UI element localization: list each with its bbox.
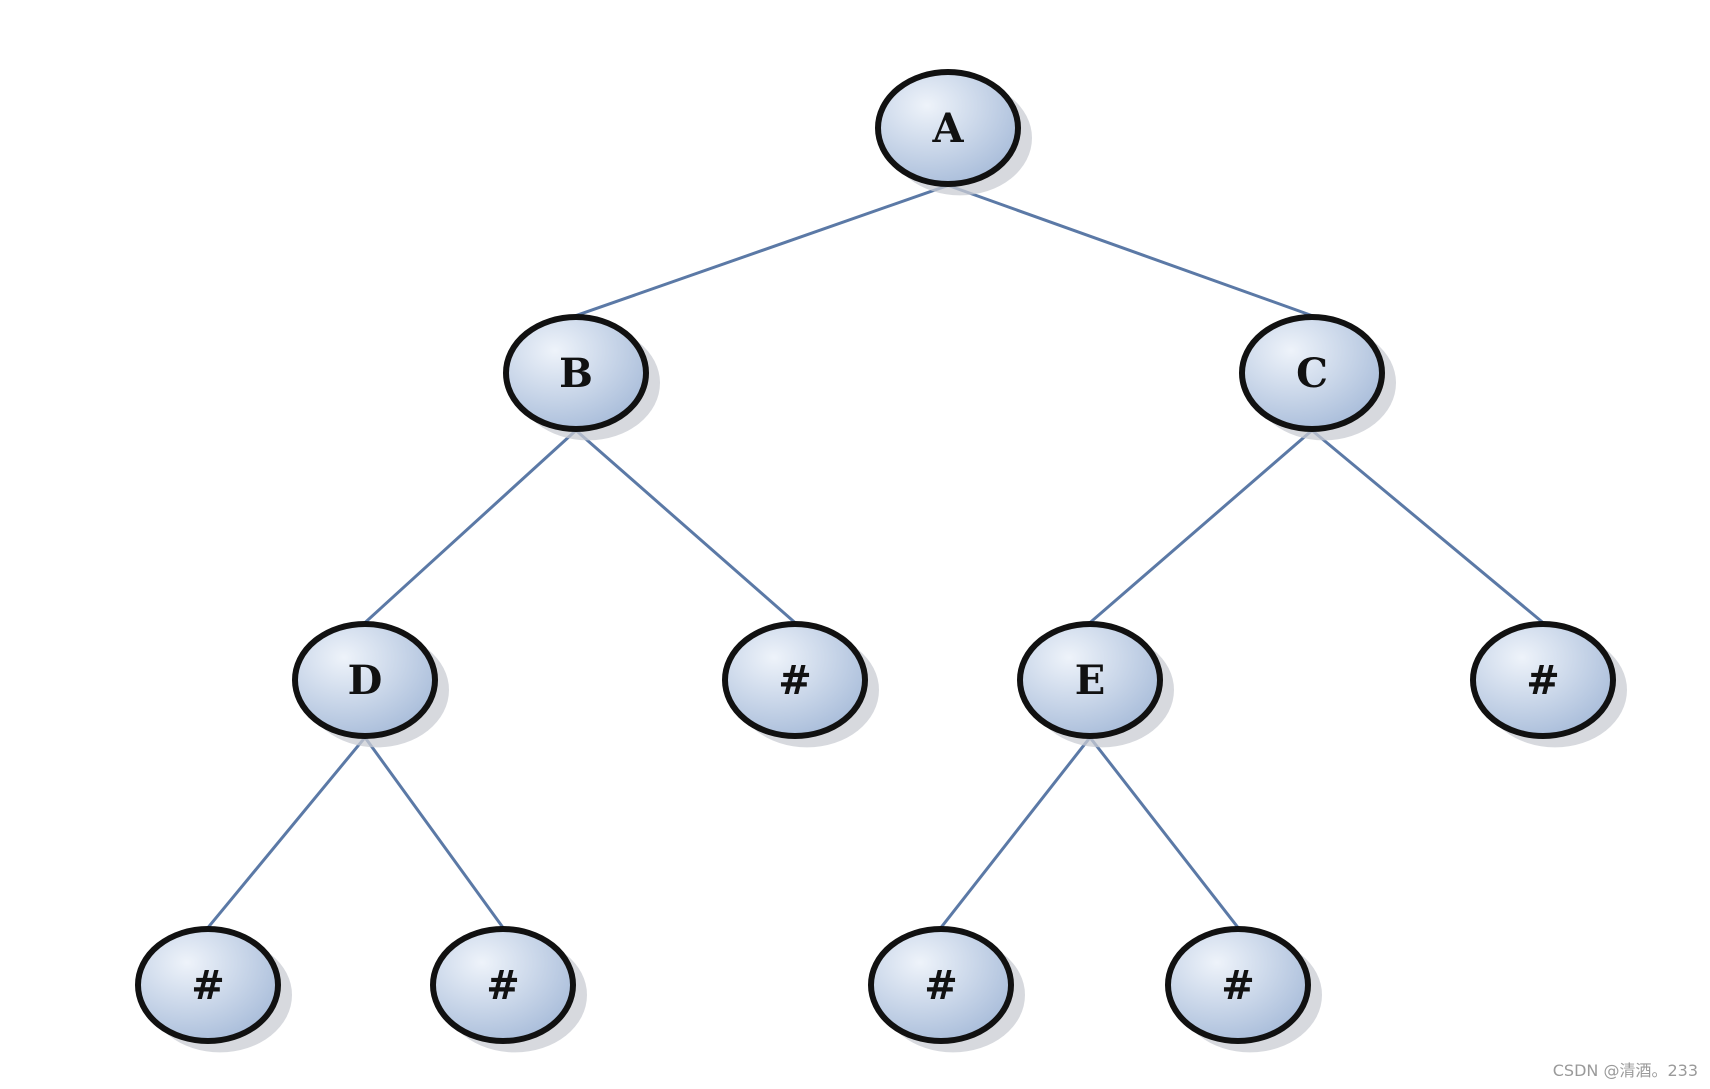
node-circle [868,926,1014,1044]
tree-node-D_null_l: # [135,926,292,1053]
node-circle [1239,314,1385,432]
tree-node-B_null: # [722,621,879,748]
edge-B-D [363,429,578,624]
node-label: A [931,105,964,152]
tree-node-E_null_l: # [868,926,1025,1053]
tree-node-C_null: # [1470,621,1627,748]
tree-node-E: E [1017,621,1174,748]
node-circle [430,926,576,1044]
node-label: # [924,962,958,1009]
edge-B-B_null [575,429,796,624]
node-label: C [1296,350,1328,397]
node-circle [503,314,649,432]
node-label: E [1075,657,1106,704]
node-label: B [559,350,593,397]
edge-E-E_null_r [1088,736,1240,929]
node-circle [135,926,281,1044]
edge-C-C_null [1311,429,1544,624]
edge-D-D_null_l [206,736,367,929]
tree-node-E_null_r: # [1165,926,1322,1053]
node-circle [722,621,868,739]
tree-node-B: B [503,314,660,441]
tree-node-A: A [875,69,1032,196]
node-circle [1017,621,1163,739]
node-label: # [486,962,520,1009]
node-label: D [348,657,383,704]
tree-edges [206,183,1544,929]
watermark: CSDN @清酒。233 [1552,1061,1698,1080]
edge-A-C [947,183,1313,318]
edge-C-E [1089,429,1313,624]
edge-E-E_null_l [939,736,1092,929]
node-circle [1470,621,1616,739]
edge-D-D_null_r [363,736,505,929]
node-label: # [1221,962,1255,1009]
edge-A-B [575,183,949,318]
node-circle [875,69,1021,187]
tree-nodes: A B C D # E # # # # # [135,69,1627,1053]
node-label: # [778,657,812,704]
node-circle [1165,926,1311,1044]
tree-node-C: C [1239,314,1396,441]
tree-node-D_null_r: # [430,926,587,1053]
node-label: # [1526,657,1560,704]
node-circle [292,621,438,739]
node-label: # [191,962,225,1009]
tree-node-D: D [292,621,449,748]
